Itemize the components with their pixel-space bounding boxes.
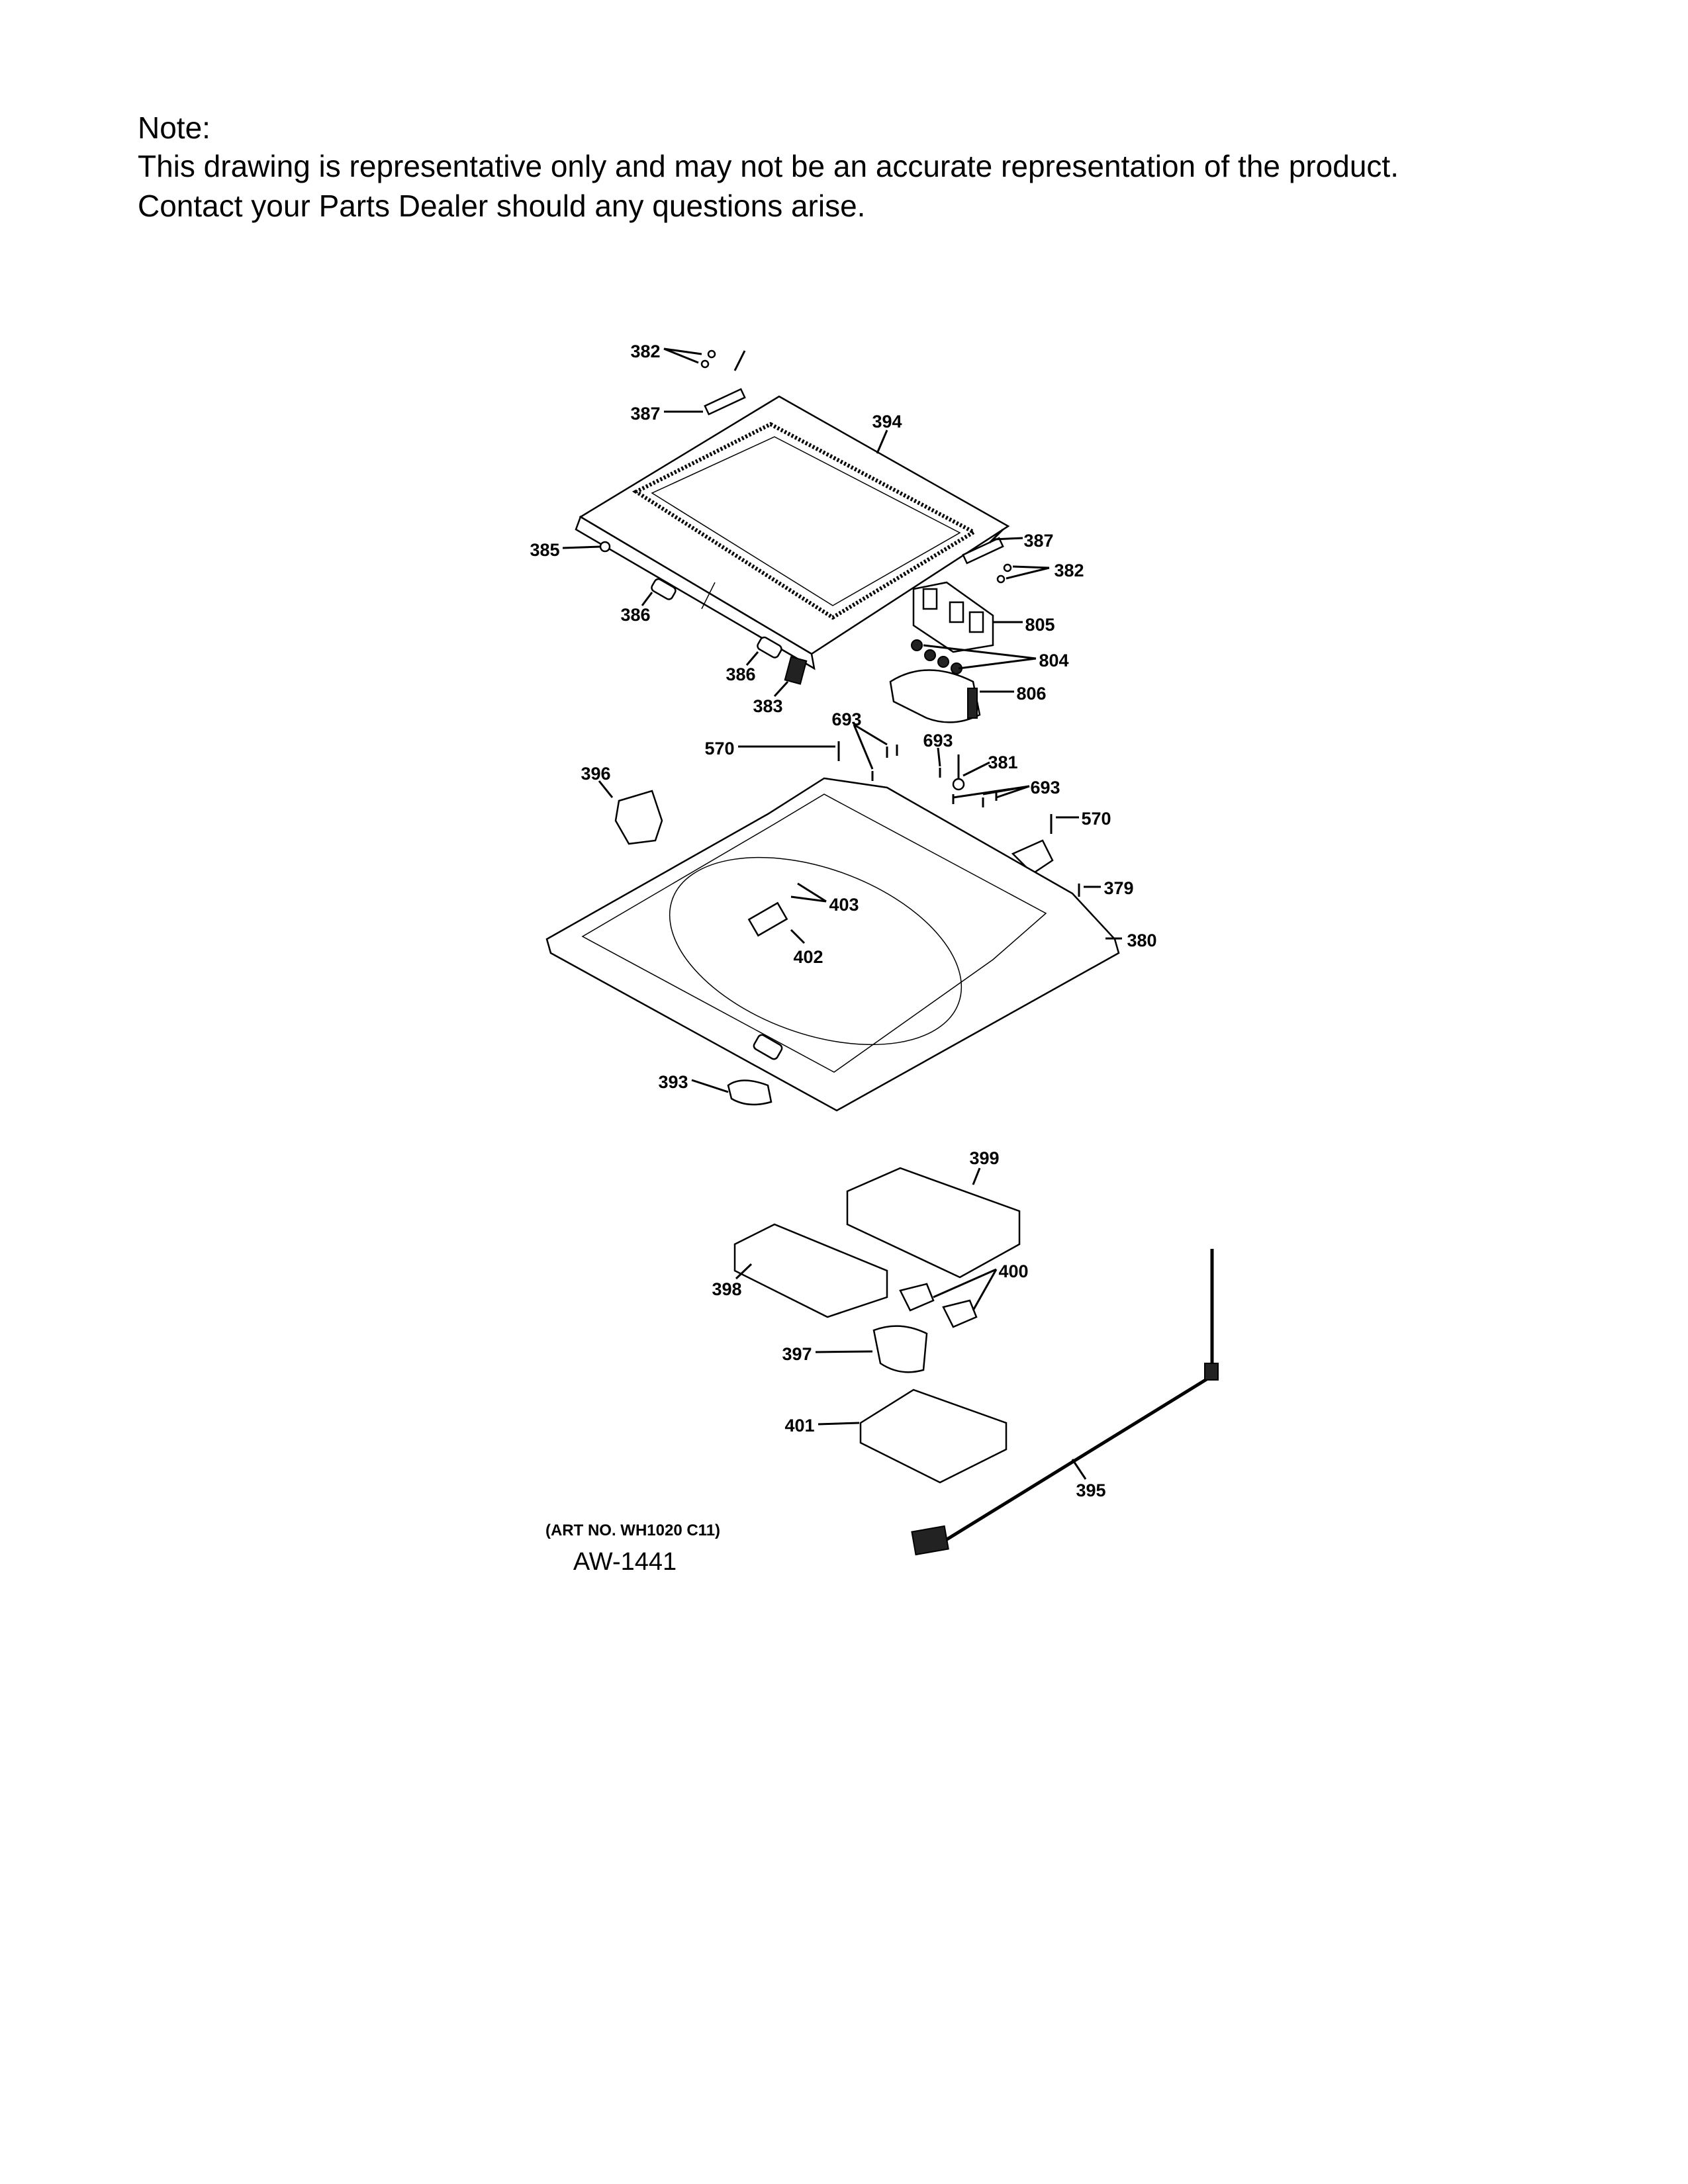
dispenser-drawing [733, 1167, 1021, 1484]
callout-386: 386 [726, 664, 755, 684]
note-line-1: This drawing is representative only and … [138, 149, 1399, 183]
callout-400: 400 [998, 1261, 1028, 1281]
callout-379: 379 [1103, 878, 1133, 898]
water-valve-drawing [889, 581, 994, 723]
callout-396: 396 [581, 764, 610, 784]
callout-394: 394 [872, 412, 902, 432]
drawing-id: AW-1441 [573, 1548, 677, 1576]
callout-399: 399 [969, 1148, 999, 1168]
small-cups-drawing [614, 790, 773, 1106]
art-number: (ART NO. WH1020 C11) [545, 1522, 720, 1539]
callout-387: 387 [1023, 531, 1053, 551]
callout-398: 398 [712, 1279, 741, 1299]
callout-380: 380 [1127, 931, 1156, 950]
note-line-2: Contact your Parts Dealer should any que… [138, 189, 866, 223]
leader-lines [562, 347, 1122, 1480]
callout-387: 387 [630, 404, 660, 424]
callout-570: 570 [1081, 809, 1111, 829]
callout-397: 397 [782, 1344, 812, 1364]
callout-labels: 382 387 394 385 387 382 386 805 804 386 … [530, 341, 1156, 1500]
wire-harness-drawing [911, 1249, 1219, 1556]
callout-693: 693 [831, 709, 861, 729]
callout-403: 403 [829, 895, 859, 915]
callout-693: 693 [923, 731, 953, 751]
callout-382: 382 [630, 341, 660, 361]
callout-570: 570 [704, 739, 734, 758]
note-heading: Note: [138, 111, 211, 145]
callout-401: 401 [784, 1416, 814, 1435]
callout-395: 395 [1076, 1480, 1105, 1500]
callout-393: 393 [658, 1072, 688, 1092]
callout-693: 693 [1030, 778, 1060, 797]
callout-805: 805 [1025, 615, 1055, 635]
lid-small-parts [599, 349, 1012, 685]
callout-383: 383 [753, 696, 782, 716]
callout-804: 804 [1039, 651, 1068, 670]
callout-381: 381 [988, 752, 1017, 772]
callout-382: 382 [1054, 561, 1084, 580]
callout-386: 386 [620, 605, 650, 625]
lid-assembly-drawing [575, 395, 1010, 670]
callout-402: 402 [793, 947, 823, 967]
top-panel-drawing [545, 777, 1120, 1112]
callout-385: 385 [530, 540, 559, 560]
screws-drawing [837, 741, 1080, 897]
callout-806: 806 [1016, 684, 1046, 704]
